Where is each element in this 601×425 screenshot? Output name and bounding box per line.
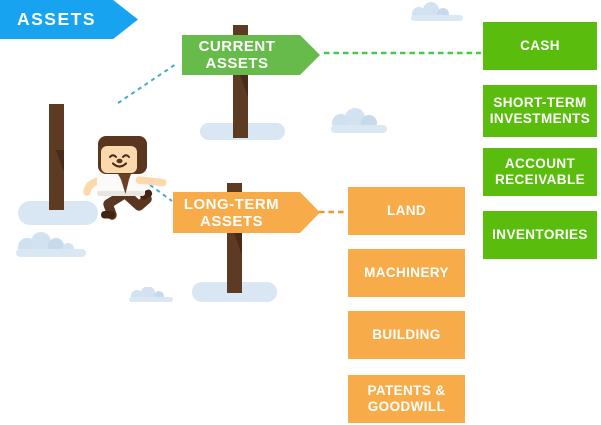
- inventories-box-label: INVENTORIES: [492, 227, 588, 242]
- longterm-signpost-post-shadow: [234, 233, 242, 255]
- building-box: BUILDING: [348, 311, 465, 359]
- cash-box: CASH: [483, 22, 597, 70]
- assets-to-current-connector: [117, 63, 177, 104]
- patents-goodwill-box-label: PATENTS & GOODWILL: [367, 383, 446, 414]
- current-signpost-post-shadow: [240, 75, 248, 97]
- short-term-investments-box: SHORT-TERM INVESTMENTS: [483, 85, 597, 137]
- assets-sign: ASSETS: [0, 0, 138, 39]
- inventories-box: INVENTORIES: [483, 211, 597, 259]
- current-assets-sign: CURRENT ASSETS: [182, 35, 320, 75]
- account-receivable-box: ACCOUNT RECEIVABLE: [483, 148, 597, 196]
- assets-signpost-post-shadow: [56, 150, 64, 172]
- cloud-icon: [16, 232, 86, 257]
- running-businessman-illustration: [83, 136, 167, 220]
- assets-signpost-post: [49, 104, 64, 210]
- account-receivable-box-label: ACCOUNT RECEIVABLE: [494, 156, 585, 187]
- short-term-investments-box-label: SHORT-TERM INVESTMENTS: [489, 95, 591, 126]
- cloud-icon: [331, 108, 387, 133]
- building-box-label: BUILDING: [372, 327, 441, 342]
- assets-sign-label: ASSETS: [16, 9, 97, 29]
- cloud-icon: [411, 2, 463, 21]
- land-box-label: LAND: [386, 203, 427, 218]
- land-box: LAND: [348, 187, 465, 235]
- current-assets-sign-label: CURRENT ASSETS: [198, 38, 276, 72]
- machinery-box-label: MACHINERY: [364, 265, 449, 280]
- machinery-box: MACHINERY: [348, 249, 465, 297]
- cash-box-label: CASH: [520, 38, 560, 53]
- longterm-assets-sign: LONG-TERM ASSETS: [173, 192, 320, 233]
- patents-goodwill-box: PATENTS & GOODWILL: [348, 375, 465, 423]
- longterm-assets-sign-label: LONG-TERM ASSETS: [183, 195, 280, 230]
- cloud-icon: [129, 287, 173, 302]
